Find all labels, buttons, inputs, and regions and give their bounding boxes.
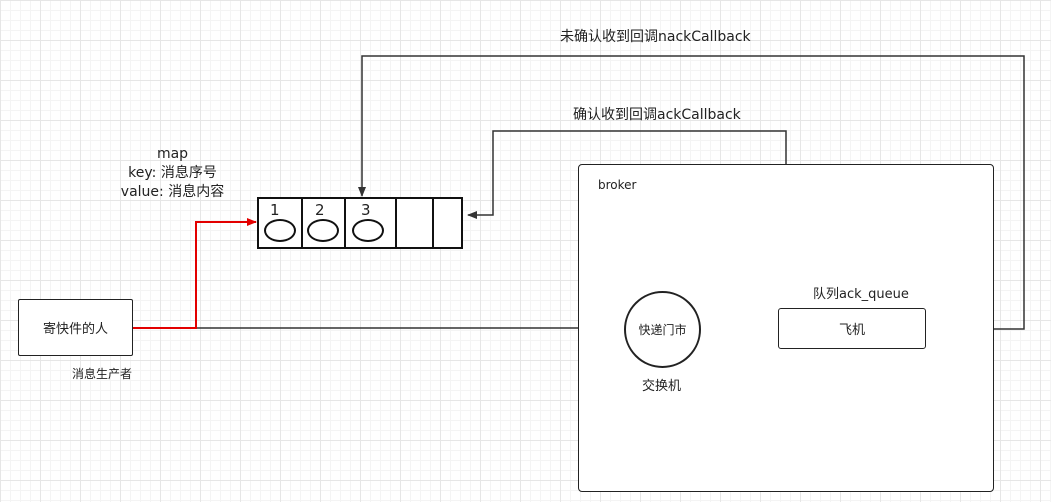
map-cell: 1: [259, 199, 303, 247]
broker-label: broker: [598, 178, 637, 192]
map-cell: 2: [301, 199, 346, 247]
nack-callback-arrow: [358, 55, 1025, 330]
message-ellipse: [307, 219, 339, 242]
exchange-node: 快递门市: [624, 291, 701, 368]
map-cell-index: 2: [315, 201, 325, 219]
confirm-map: 1 2 3: [257, 197, 463, 249]
map-note: map key: 消息序号 value: 消息内容: [100, 145, 245, 202]
map-note-value: value: 消息内容: [120, 184, 225, 200]
ack-callback-label: 确认收到回调ackCallback: [573, 107, 741, 123]
queue-label: 飞机: [838, 323, 865, 338]
queue-box: 飞机: [778, 308, 926, 349]
map-cell: [434, 199, 461, 247]
message-ellipse: [264, 219, 296, 242]
queue-caption: 队列ack_queue: [813, 287, 909, 302]
map-cell-index: 3: [361, 201, 371, 219]
map-cell: [395, 199, 434, 247]
exchange-label: 快递门市: [638, 323, 687, 337]
map-cell-index: 1: [270, 201, 280, 219]
store-to-map-arrow: [133, 218, 257, 329]
ack-callback-arrow: [467, 130, 787, 219]
producer-label: 寄快件的人: [42, 322, 108, 337]
exchange-caption: 交换机: [642, 379, 682, 394]
producer-caption: 消息生产者: [72, 367, 133, 381]
nack-callback-label: 未确认收到回调nackCallback: [560, 29, 751, 45]
map-note-key: key: 消息序号: [128, 165, 217, 181]
message-ellipse: [352, 219, 384, 242]
producer-box: 寄快件的人: [18, 299, 133, 356]
map-note-title: map: [156, 146, 189, 162]
map-cell: 3: [344, 199, 397, 247]
